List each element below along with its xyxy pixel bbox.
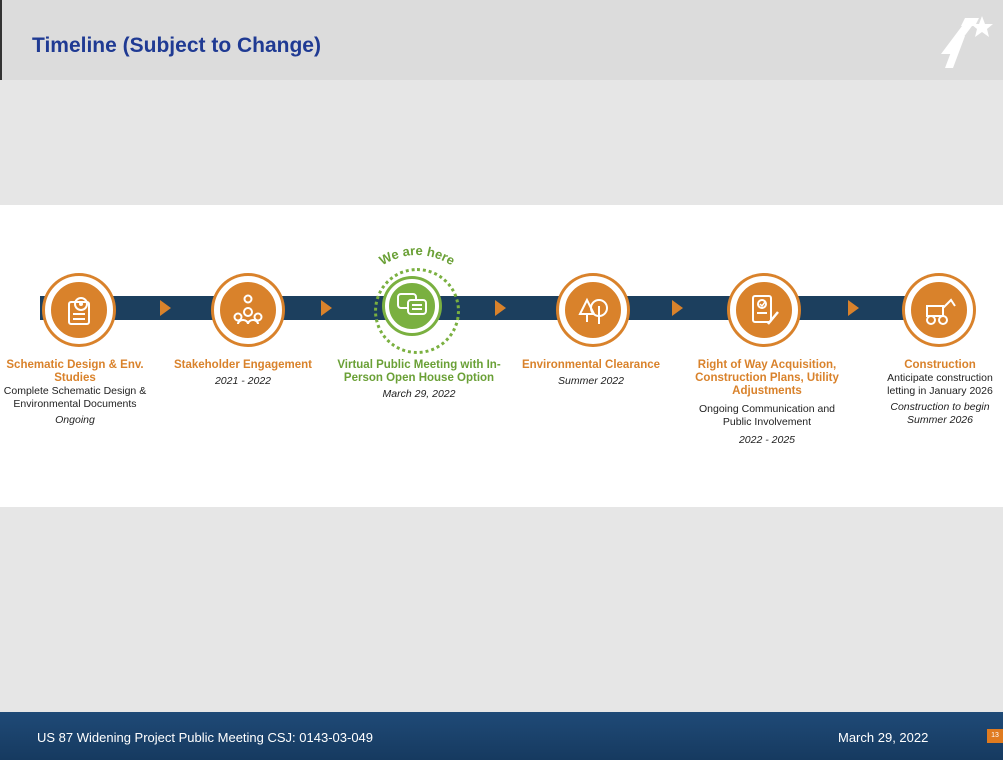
people-gear-icon [233,294,263,325]
step-date: 2022 - 2025 [738,434,796,446]
footer-date: March 29, 2022 [838,730,929,745]
step-date: 2021 - 2022 [214,375,272,387]
step-1-circle [45,276,113,344]
step-description: Ongoing Communication and Public Involve… [699,403,835,428]
we-are-here-badge: We are here [377,243,458,268]
step-title: Schematic Design & Env. Studies [6,359,144,384]
document-check-icon [752,295,779,325]
step-5-circle [730,276,798,344]
step-title: Right of Way Acquisition, Construction P… [695,359,839,397]
chevron-right-icon [160,300,171,316]
chevron-right-icon [495,300,506,316]
step-4-label: Environmental Clearance Summer 2022 [516,359,666,388]
step-title: Environmental Clearance [521,359,661,371]
slide-footer: US 87 Widening Project Public Meeting CS… [0,712,1003,760]
step-2-circle [214,276,282,344]
footer-project-text: US 87 Widening Project Public Meeting CS… [37,730,374,745]
step-description: Anticipate construction letting in Janua… [887,372,993,397]
chevron-right-icon [848,300,859,316]
chat-bubbles-icon [397,293,427,315]
gear-document-icon [68,297,90,325]
step-description: Complete Schematic Design & Environmenta… [3,385,147,410]
step-title: Construction [904,359,976,371]
chevron-right-icon [321,300,332,316]
step-date: Summer 2022 [558,375,624,387]
construction-vehicle-icon [926,298,956,325]
step-title: Virtual Public Meeting with In-Person Op… [337,359,501,384]
step-4-circle [559,276,627,344]
step-5-label: Right of Way Acquisition, Construction P… [686,359,848,447]
txdot-star-logo-icon [941,16,993,68]
step-3-label: Virtual Public Meeting with In-Person Op… [335,359,503,401]
step-3-circle [385,279,439,333]
step-1-label: Schematic Design & Env. Studies Complete… [2,359,148,427]
step-2-label: Stakeholder Engagement 2021 - 2022 [170,359,316,388]
step-title: Stakeholder Engagement [173,359,313,371]
current-step-dotted-ring [374,268,460,354]
step-date: Construction to begin Summer 2026 [890,401,990,426]
slide-title: Timeline (Subject to Change) [32,34,321,57]
chevron-right-icon [672,300,683,316]
page-number: 13 [987,729,1003,743]
timeline-band: We are here [0,205,1003,507]
svg-text:We are here: We are here [377,243,458,268]
step-date: Ongoing [55,414,95,426]
step-6-circle [905,276,973,344]
trees-icon [578,297,608,324]
step-6-label: Construction Anticipate construction let… [878,359,1002,427]
slide-header: Timeline (Subject to Change) [0,0,1003,80]
step-date: March 29, 2022 [382,388,456,400]
